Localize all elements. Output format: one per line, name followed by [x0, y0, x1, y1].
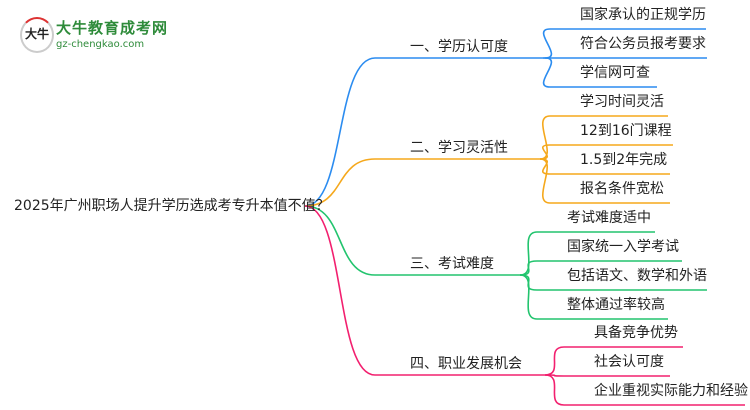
- root-topic: 2025年广州职场人提升学历选成考专升本值不值？: [14, 198, 330, 214]
- branch-connector: [304, 205, 545, 376]
- leaf-label: 学习时间灵活: [580, 94, 664, 110]
- branch-label: 二、学习灵活性: [410, 140, 508, 156]
- branch-connector: [304, 205, 520, 276]
- leaf-label: 符合公务员报考要求: [580, 36, 706, 52]
- leaf-connector: [544, 374, 745, 406]
- leaf-label: 国家承认的正规学历: [580, 7, 706, 23]
- leaf-label: 国家统一入学考试: [567, 239, 679, 255]
- leaf-connector: [539, 115, 668, 160]
- logo-url: gz-chengkao.com: [56, 39, 145, 50]
- leaf-connector: [519, 274, 668, 320]
- leaf-connector: [519, 231, 655, 276]
- branch-connector: [304, 158, 540, 207]
- leaf-connector: [539, 158, 670, 204]
- branch-label: 三、考试难度: [410, 256, 494, 272]
- leaf-label: 报名条件宽松: [580, 181, 664, 197]
- leaf-connector: [519, 260, 682, 276]
- branch-connector: [304, 57, 545, 207]
- logo: 大牛 大牛教育成考网 gz-chengkao.com: [18, 15, 198, 55]
- leaf-label: 社会认可度: [594, 354, 664, 370]
- leaf-label: 学信网可查: [580, 65, 650, 81]
- branch-label: 一、学历认可度: [410, 39, 508, 55]
- leaf-connector: [544, 346, 683, 376]
- logo-title: 大牛教育成考网: [56, 19, 169, 37]
- leaf-connector: [544, 374, 670, 377]
- leaf-label: 企业重视实际能力和经验: [594, 383, 748, 399]
- leaf-label: 12到16门课程: [580, 123, 672, 139]
- leaf-label: 1.5到2年完成: [580, 152, 668, 168]
- leaf-label: 包括语文、数学和外语: [567, 268, 707, 284]
- logo-mark-icon: 大牛: [20, 17, 54, 53]
- leaf-connector: [539, 144, 673, 160]
- leaf-label: 考试难度适中: [567, 210, 651, 226]
- leaf-connector: [542, 28, 706, 59]
- leaf-label: 整体通过率较高: [567, 297, 665, 313]
- leaf-connector: [542, 57, 657, 88]
- leaf-label: 具备竞争优势: [594, 325, 678, 341]
- branch-label: 四、职业发展机会: [410, 356, 522, 372]
